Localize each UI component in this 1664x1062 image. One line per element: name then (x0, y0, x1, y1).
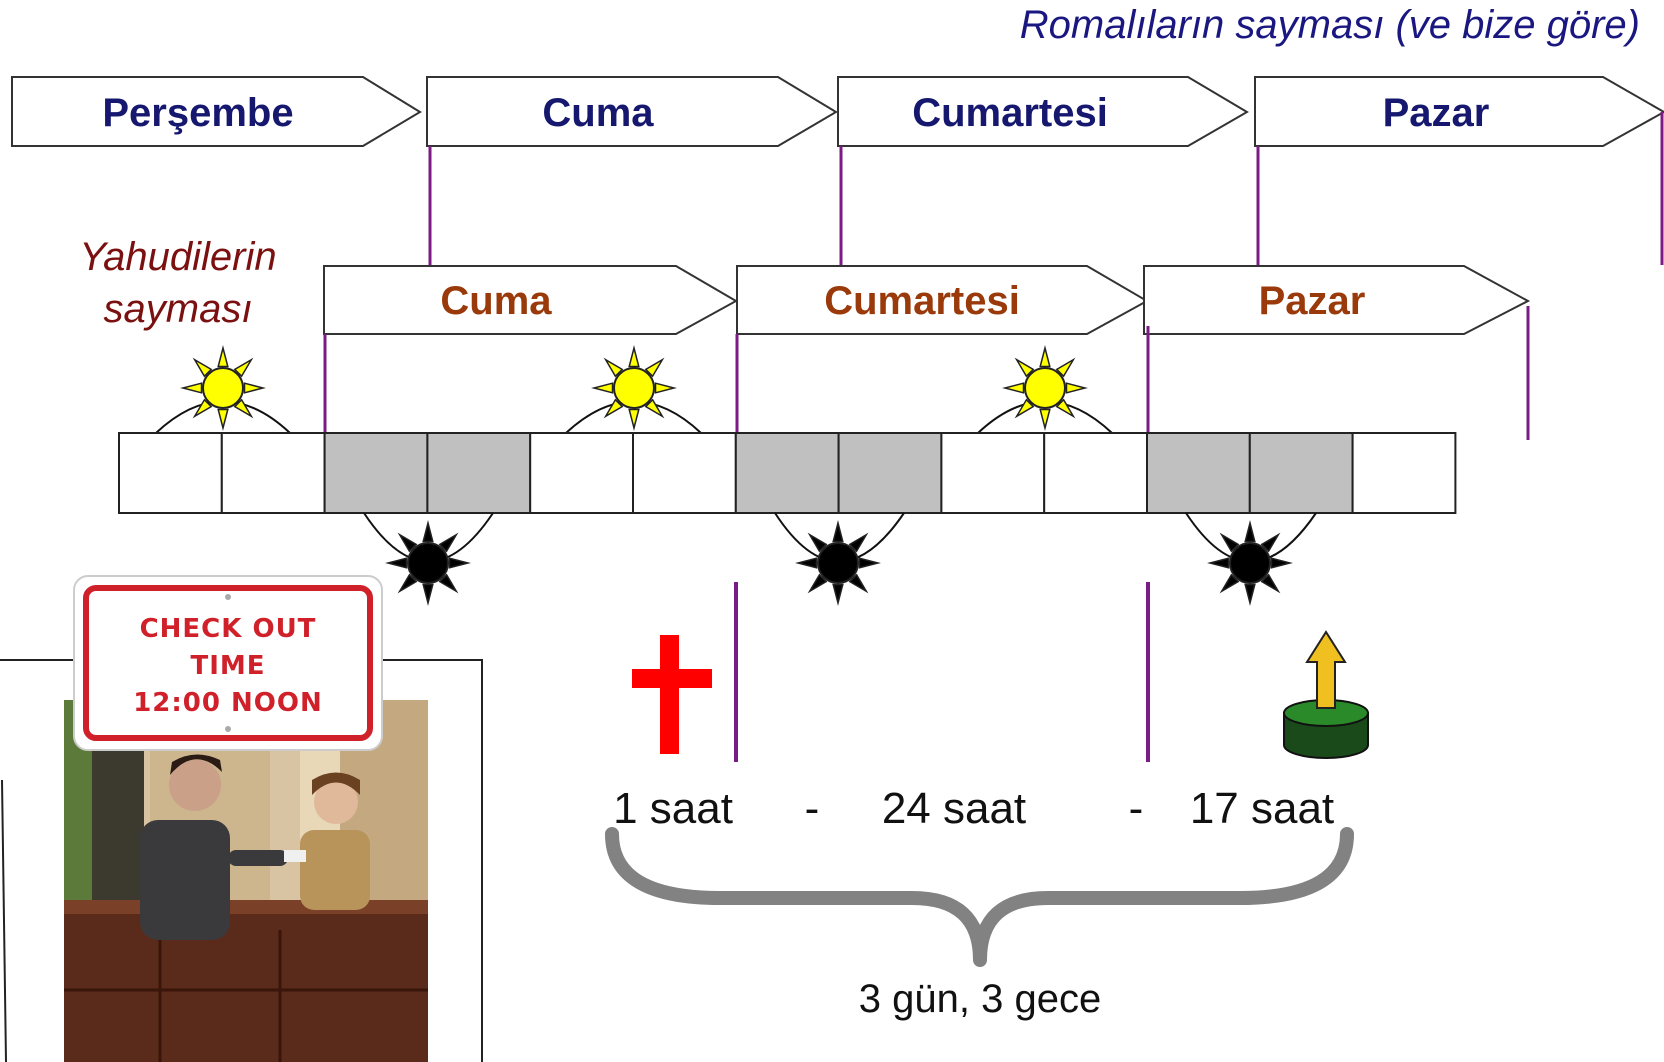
hotel-checkout-photo (64, 700, 428, 1062)
sign-line: 12:00 NOON (133, 688, 323, 718)
roman-arrow-cumartesi (837, 76, 1249, 147)
tomb-stone-icon (1283, 699, 1369, 759)
summary-brace (605, 827, 1354, 967)
night-cell (837, 432, 943, 514)
jewish-caption-line2: sayması (104, 287, 253, 331)
tomb-span-markers (734, 582, 1150, 762)
roman-caption: Romalıların sayması (ve bize göre) (1020, 3, 1640, 47)
jewish-day-label: Cuma (440, 279, 552, 323)
jewish-day-arrows: Cuma Cumartesi Pazar (323, 265, 1531, 335)
jewish-arrow-cuma (323, 265, 739, 335)
jewish-arrow-pazar (1143, 265, 1531, 335)
sun-icon (591, 345, 677, 431)
jewish-day-label: Cumartesi (824, 279, 1020, 323)
day-cell (632, 432, 737, 514)
three-days-summary: 3 gün, 3 gece (859, 977, 1101, 1021)
day-cell (118, 432, 223, 514)
roman-arrow-pazar (1254, 76, 1664, 147)
day-cell (529, 432, 635, 514)
day-cell (940, 432, 1046, 514)
night-cell (734, 432, 840, 514)
sun-icon (1002, 345, 1088, 431)
photo-frame (0, 659, 483, 1062)
day-cell (220, 432, 326, 514)
duration-separator: - (805, 784, 820, 833)
day-cell (1043, 432, 1148, 514)
duration-separator: - (1129, 784, 1144, 833)
dark-sun-icon (385, 520, 471, 606)
night-cell (1248, 432, 1354, 514)
roman-day-label: Perşembe (102, 91, 293, 135)
duration-saturday: 24 saat (882, 784, 1026, 833)
rising-arrow-icon (1305, 630, 1347, 709)
sun-icon (180, 345, 266, 431)
sign-line: TIME (190, 651, 265, 681)
roman-day-label: Cuma (542, 91, 654, 135)
roman-day-arrows: Perşembe Cuma Cumartesi Pazar (11, 76, 1664, 147)
dark-sun-icon (1207, 520, 1293, 606)
cross-icon (632, 635, 712, 754)
sun-icons (180, 345, 1293, 606)
duration-sunday: 17 saat (1190, 784, 1334, 833)
roman-arrow-persembe (11, 76, 422, 147)
jewish-arrow-cumartesi (736, 265, 1150, 335)
night-cell (323, 432, 429, 514)
roman-day-label: Cumartesi (912, 91, 1108, 135)
roman-day-label: Pazar (1383, 91, 1490, 135)
jewish-caption-line1: Yahudilerin (79, 235, 276, 279)
night-cell (1146, 432, 1251, 514)
duration-friday: 1 saat (613, 784, 733, 833)
sunset-connectors (323, 306, 1530, 440)
sign-line: CHECK OUT (140, 614, 317, 644)
day-night-timeline (118, 432, 1457, 514)
dark-sun-icon (795, 520, 881, 606)
roman-arrow-cuma (426, 76, 838, 147)
midnight-connectors (428, 112, 1664, 265)
night-cell (426, 432, 532, 514)
day-cell (1351, 432, 1457, 514)
jewish-day-label: Pazar (1259, 279, 1366, 323)
checkout-time-sign: CHECK OUT TIME 12:00 NOON (73, 575, 383, 751)
